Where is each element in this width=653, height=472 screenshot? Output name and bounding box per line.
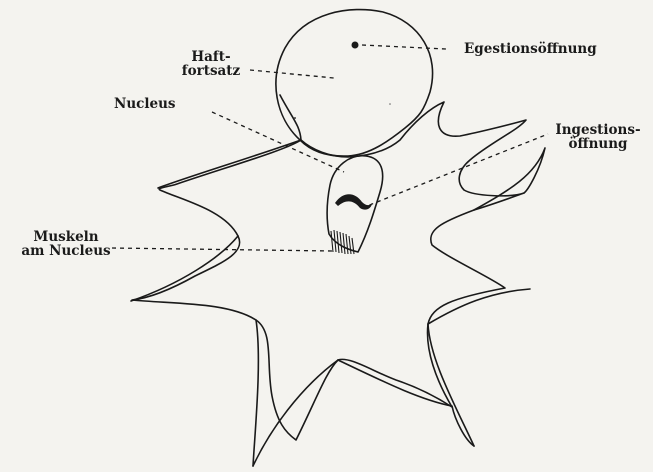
label-muskeln-line2: am Nucleus: [18, 244, 114, 258]
muscle-fibers: [331, 230, 354, 254]
leader-ingestion: [362, 134, 548, 208]
leader-haftfortsatz: [250, 70, 334, 78]
label-muskeln-line1: Muskeln: [18, 230, 114, 244]
label-ingestion-line2: öffnung: [548, 137, 648, 151]
nucleus-crescent: [335, 194, 372, 209]
label-muskeln: Muskeln am Nucleus: [18, 230, 114, 258]
speck: [389, 103, 391, 105]
ray-bottom: [253, 320, 258, 466]
ray-lower-left: [131, 236, 238, 301]
label-nucleus: Nucleus: [114, 97, 176, 111]
label-haftfortsatz: Haft- fortsatz: [175, 50, 247, 78]
label-haftfortsatz-line2: fortsatz: [175, 64, 247, 78]
label-ingestion-line1: Ingestions-: [548, 123, 648, 137]
egestion-opening-dot: [352, 42, 359, 49]
leader-muskeln: [112, 248, 332, 251]
speck: [294, 117, 296, 119]
label-ingestion: Ingestions- öffnung: [548, 123, 648, 151]
label-egestion: Egestionsöffnung: [464, 42, 597, 56]
ray-bottom-inner: [253, 360, 338, 466]
ray-upper-right: [474, 148, 545, 210]
ray-lower-right-return: [428, 324, 474, 446]
nucleus-outline: [327, 156, 382, 252]
label-haftfortsatz-line1: Haft-: [175, 50, 247, 64]
ray-left: [158, 140, 301, 188]
body-outline: [132, 95, 526, 440]
leader-egestion: [362, 45, 446, 49]
